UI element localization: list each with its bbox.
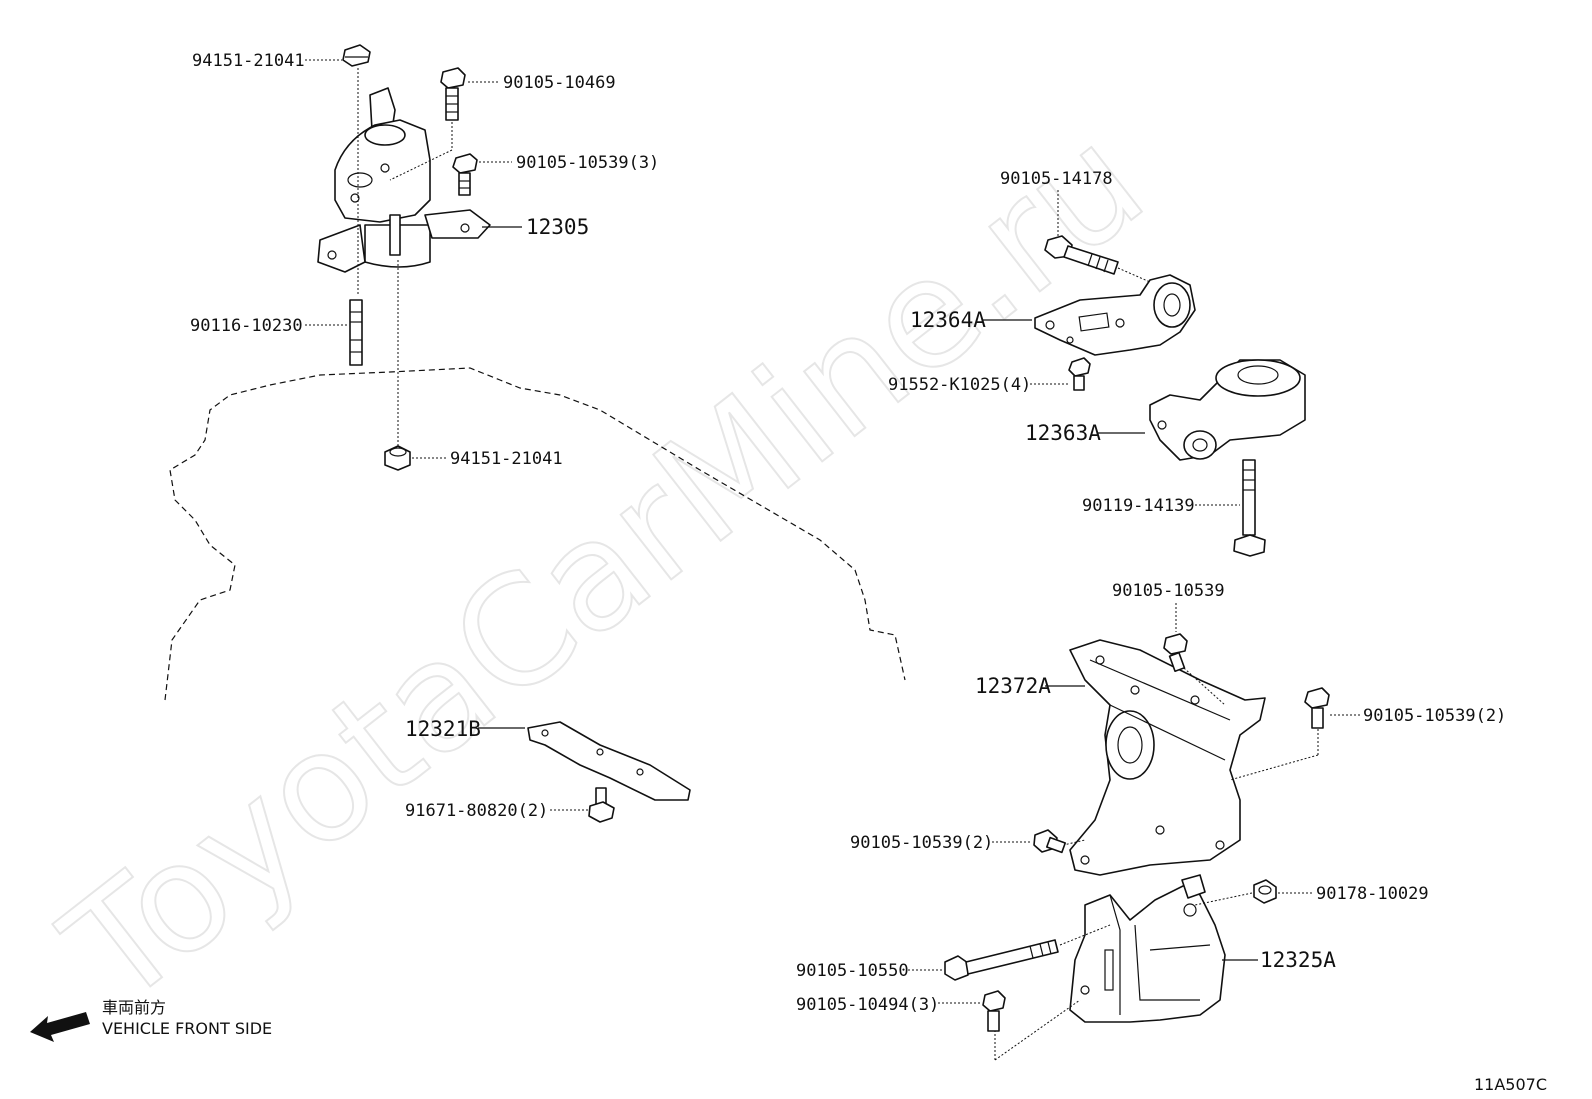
- bracket-12364A: [1034, 274, 1196, 356]
- plate-12321B: [527, 721, 691, 801]
- front-label-english: VEHICLE FRONT SIDE: [102, 1019, 272, 1038]
- label-90105-10539: 90105-10539: [1112, 581, 1225, 601]
- bracket-12325A: [994, 874, 1253, 1061]
- label-12372A: 12372A: [975, 674, 1051, 698]
- label-91671-80820-2: 91671-80820(2): [405, 801, 548, 821]
- bolt-90105-10539-upper: [452, 153, 478, 196]
- vehicle-front-indicator: 車両前方 VEHICLE FRONT SIDE: [30, 998, 272, 1042]
- front-label-japanese: 車両前方: [102, 998, 166, 1017]
- bolt-90105-10550: [944, 939, 1059, 981]
- label-90116-10230: 90116-10230: [190, 316, 303, 336]
- engine-outline: [164, 367, 906, 701]
- label-90105-10539-2-right: 90105-10539(2): [1363, 706, 1506, 726]
- label-90105-10494-3: 90105-10494(3): [796, 995, 939, 1015]
- watermark-text: ToyotaCarMine.ru: [34, 94, 1175, 1038]
- label-91552-K1025: 91552-K1025(4): [888, 375, 1031, 395]
- bolt-91552-K1025: [1068, 357, 1091, 391]
- label-94151-21041-bottom: 94151-21041: [450, 449, 563, 469]
- label-12364A: 12364A: [910, 308, 986, 332]
- mount-12363A: [1149, 359, 1306, 461]
- label-90178-10029: 90178-10029: [1316, 884, 1429, 904]
- bracket-12372A: [1054, 639, 1319, 876]
- bolt-90105-10539-right: [1304, 687, 1330, 729]
- nut-94151-bottom: [384, 445, 411, 471]
- label-12363A: 12363A: [1025, 421, 1101, 445]
- stud-90116-10230: [349, 299, 363, 366]
- label-12325A: 12325A: [1260, 948, 1336, 972]
- bolt-90119-14139: [1233, 459, 1266, 557]
- label-90119-14139: 90119-14139: [1082, 496, 1195, 516]
- front-arrow-icon: [30, 1012, 90, 1042]
- label-90105-10550: 90105-10550: [796, 961, 909, 981]
- bolt-90105-10539-left: [1033, 829, 1067, 854]
- bolt-90105-10539-single: [1163, 633, 1188, 673]
- label-12321B: 12321B: [405, 717, 481, 741]
- label-94151-21041-top: 94151-21041: [192, 51, 305, 71]
- label-90105-10539-3: 90105-10539(3): [516, 153, 659, 173]
- label-12305: 12305: [526, 215, 589, 239]
- bolt-90105-10469: [440, 67, 466, 121]
- leader-lines: [305, 59, 1360, 1004]
- drawing-code: 11A507C: [1474, 1075, 1547, 1094]
- watermark: ToyotaCarMine.ru: [33, 93, 1176, 1039]
- bolt-91671-80820: [588, 787, 615, 823]
- nut-94151-top: [342, 44, 371, 67]
- bolt-90105-14178: [1044, 235, 1151, 283]
- bolt-90105-10494: [982, 990, 1006, 1032]
- nut-90178-10029: [1253, 879, 1277, 904]
- label-90105-10469: 90105-10469: [503, 73, 616, 93]
- engine-mount-12305: [317, 68, 491, 448]
- label-90105-14178: 90105-14178: [1000, 169, 1113, 189]
- label-90105-10539-2-left: 90105-10539(2): [850, 833, 993, 853]
